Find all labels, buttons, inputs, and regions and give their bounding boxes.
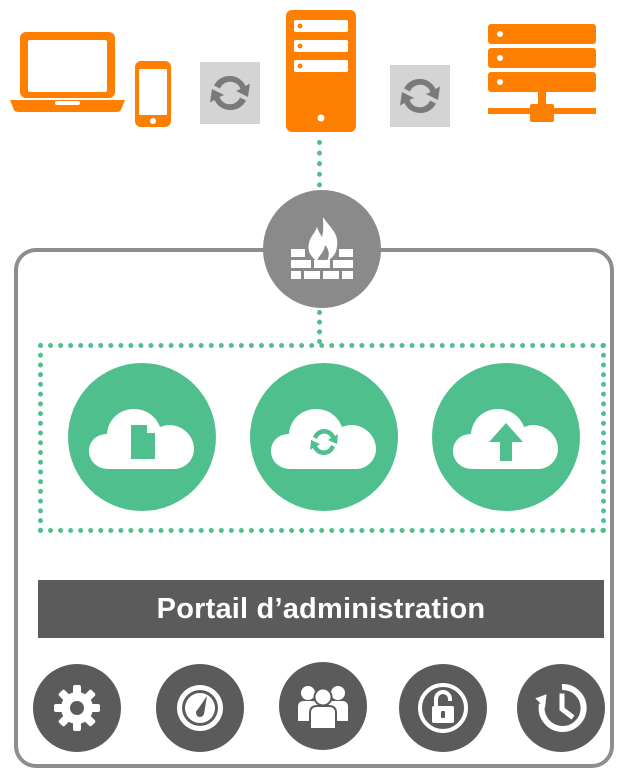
cloud-document-icon [89,409,194,469]
users-group-icon [298,686,348,730]
cloud-sync-node [250,363,398,511]
security-tool [399,664,487,752]
lock-icon [418,683,468,733]
firewall-node [263,190,381,308]
gear-icon [54,685,100,731]
sync-box-left [200,62,260,124]
users-tool [279,662,367,750]
cloud-sync-icon [271,409,376,469]
server-tower-icon [286,10,356,132]
server-rack-network-icon [486,22,598,126]
cloud-upload-node [432,363,580,511]
cloud-document-node [68,363,216,511]
cloud-services-zone [38,343,606,533]
laptop-icon [10,28,125,114]
connector-middle [317,310,322,344]
gauge-icon [177,685,223,731]
admin-portal-banner: Portail d’administration [38,580,604,638]
settings-tool [33,664,121,752]
history-icon [535,683,587,732]
cloud-upload-icon [453,409,558,469]
connector-top [317,140,322,198]
sync-icon [210,75,250,111]
smartphone-icon [134,60,172,128]
history-tool [517,664,605,752]
sync-icon [400,78,440,114]
dashboard-tool [156,664,244,752]
sync-box-right [390,65,450,127]
firewall-icon [291,217,353,279]
admin-portal-label: Portail d’administration [156,592,486,625]
